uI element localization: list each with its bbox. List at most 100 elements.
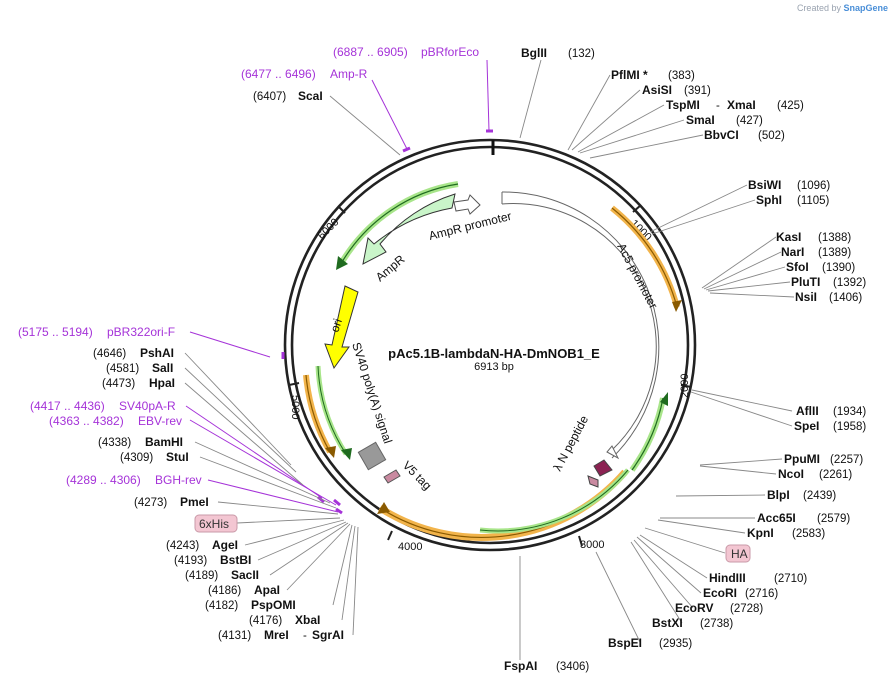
site-apai-pos: (4186) [208,585,241,597]
site-leader-lines [184,59,795,660]
site-acc65i-pos: (2579) [817,513,850,525]
tick-1000 [632,204,642,213]
site-bglii: BglII [521,46,547,60]
site-pluti-pos: (1392) [833,277,866,289]
site-fspai-pos: (3406) [556,661,589,673]
primer-ebv-range: (4363 .. 4382) [49,414,124,428]
tick-5000 [288,382,300,386]
tick-6000 [337,205,346,214]
site-ecorv: EcoRV [675,601,713,615]
site-sali: SalI [152,361,173,375]
lambda-n-peptide-label: λ N peptide [550,413,591,473]
site-hpai-pos: (4473) [102,378,135,390]
site-pluti: PluTI [791,275,820,289]
tick-4000 [387,530,393,541]
site-scai-pos: (6407) [253,91,286,103]
site-kasi: KasI [776,230,801,244]
site-bsiwi-pos: (1096) [797,180,830,192]
site-nari-pos: (1389) [818,247,851,259]
site-hindiii-pos: (2710) [774,573,807,585]
site-pmei-pos: (4273) [134,497,167,509]
site-kpni: KpnI [747,526,774,540]
site-smai-pos: (427) [736,115,763,127]
site-bstxi-pos: (2738) [700,618,733,630]
site-sacii-pos: (4189) [185,570,218,582]
site-pflmi-pos: (383) [668,70,695,82]
site-ncoi: NcoI [778,467,804,481]
site-pspomi: PspOMI [251,598,296,612]
site-spei-pos: (1958) [833,421,866,433]
site-stui: StuI [166,450,189,464]
backbone-feature-arcs [303,181,682,541]
site-pflmi: PflMI * [611,68,648,82]
site-bamhi-pos: (4338) [98,437,131,449]
site-xbai: XbaI [295,613,320,627]
primer-pbr322-range: (5175 .. 5194) [18,325,93,339]
site-hpai: HpaI [149,376,175,390]
primer-ampr-range: (6477 .. 6496) [241,67,316,81]
site-pshai: PshAI [140,346,174,360]
site-tspmi-pos: (425) [777,100,804,112]
site-pshai-pos: (4646) [93,348,126,360]
plasmid-length: 6913 bp [474,361,514,373]
site-agei: AgeI [212,538,238,552]
site-blpi: BlpI [767,488,790,502]
site-ppumi: PpuMI [784,452,820,466]
primer-markers [185,59,493,515]
primer-ampr-name: Amp-R [330,67,368,81]
primer-line-ebv [189,419,337,506]
site-nsii-pos: (1406) [829,292,862,304]
site-tspmi: TspMI [666,98,700,112]
primer-bgh-range: (4289 .. 4306) [66,473,141,487]
tick-3000 [578,535,583,547]
primer-pbrforeco-range: (6887 .. 6905) [333,45,408,59]
site-bspei: BspEI [608,636,642,650]
site-bglii-pos: (132) [568,48,595,60]
tick-label-2000: 2000 [679,374,691,398]
site-agei-pos: (4243) [166,540,199,552]
primer-line-sv40pa [185,405,323,499]
site-stui-pos: (4309) [120,452,153,464]
site-bspei-pos: (2935) [659,638,692,650]
site-bbvci-pos: (502) [758,130,785,142]
primer-pbr322-name: pBR322ori-F [107,325,175,339]
site-bstbi: BstBI [220,553,251,567]
site-xmai: XmaI [727,98,756,112]
site-sgrai: SgrAI [312,628,344,642]
site-bsiwi: BsiWI [748,178,781,192]
site-fspai: FspAI [504,659,537,673]
arc-green-right [629,397,666,472]
site-pspomi-pos: (4182) [205,600,238,612]
his-tag-label: 6xHis [199,517,229,531]
backbone [283,138,697,552]
ori-label: ori [328,317,345,334]
site-apai: ApaI [254,583,280,597]
snapgene-logo: SnapGene [843,3,888,13]
site-asisi-pos: (391) [684,85,711,97]
site-aflii-pos: (1934) [833,406,866,418]
lambda-n-peptide-feature: λ N peptide [550,413,613,488]
primer-sv40pa-name: SV40pA-R [119,399,176,413]
plasmid-title: pAc5.1B-lambdaN-HA-DmNOB1_E [388,346,600,361]
site-ecorv-pos: (2728) [730,603,763,615]
ori-feature: ori [324,285,359,370]
primer-bgh-name: BGH-rev [155,473,202,487]
site-bstbi-pos: (4193) [174,555,207,567]
site-sfoi: SfoI [786,260,809,274]
site-mrei-sep: - [303,630,307,642]
his-tag-box [194,514,238,533]
site-ecori: EcoRI [703,586,737,600]
site-nari: NarI [781,245,804,259]
v5-tag-label: V5 tag [400,458,434,492]
primer-line-pbrforeco [486,59,490,132]
site-bamhi: BamHI [145,435,183,449]
tick-label-3000: 3000 [580,539,604,551]
site-acc65i: Acc65I [757,511,796,525]
site-asisi: AsiSI [642,83,672,97]
site-smai: SmaI [686,113,715,127]
ampr-label: AmpR [373,252,408,284]
snapgene-credit: Created by SnapGene [797,3,888,13]
site-mrei: MreI [264,628,289,642]
site-nsii: NsiI [795,290,817,304]
